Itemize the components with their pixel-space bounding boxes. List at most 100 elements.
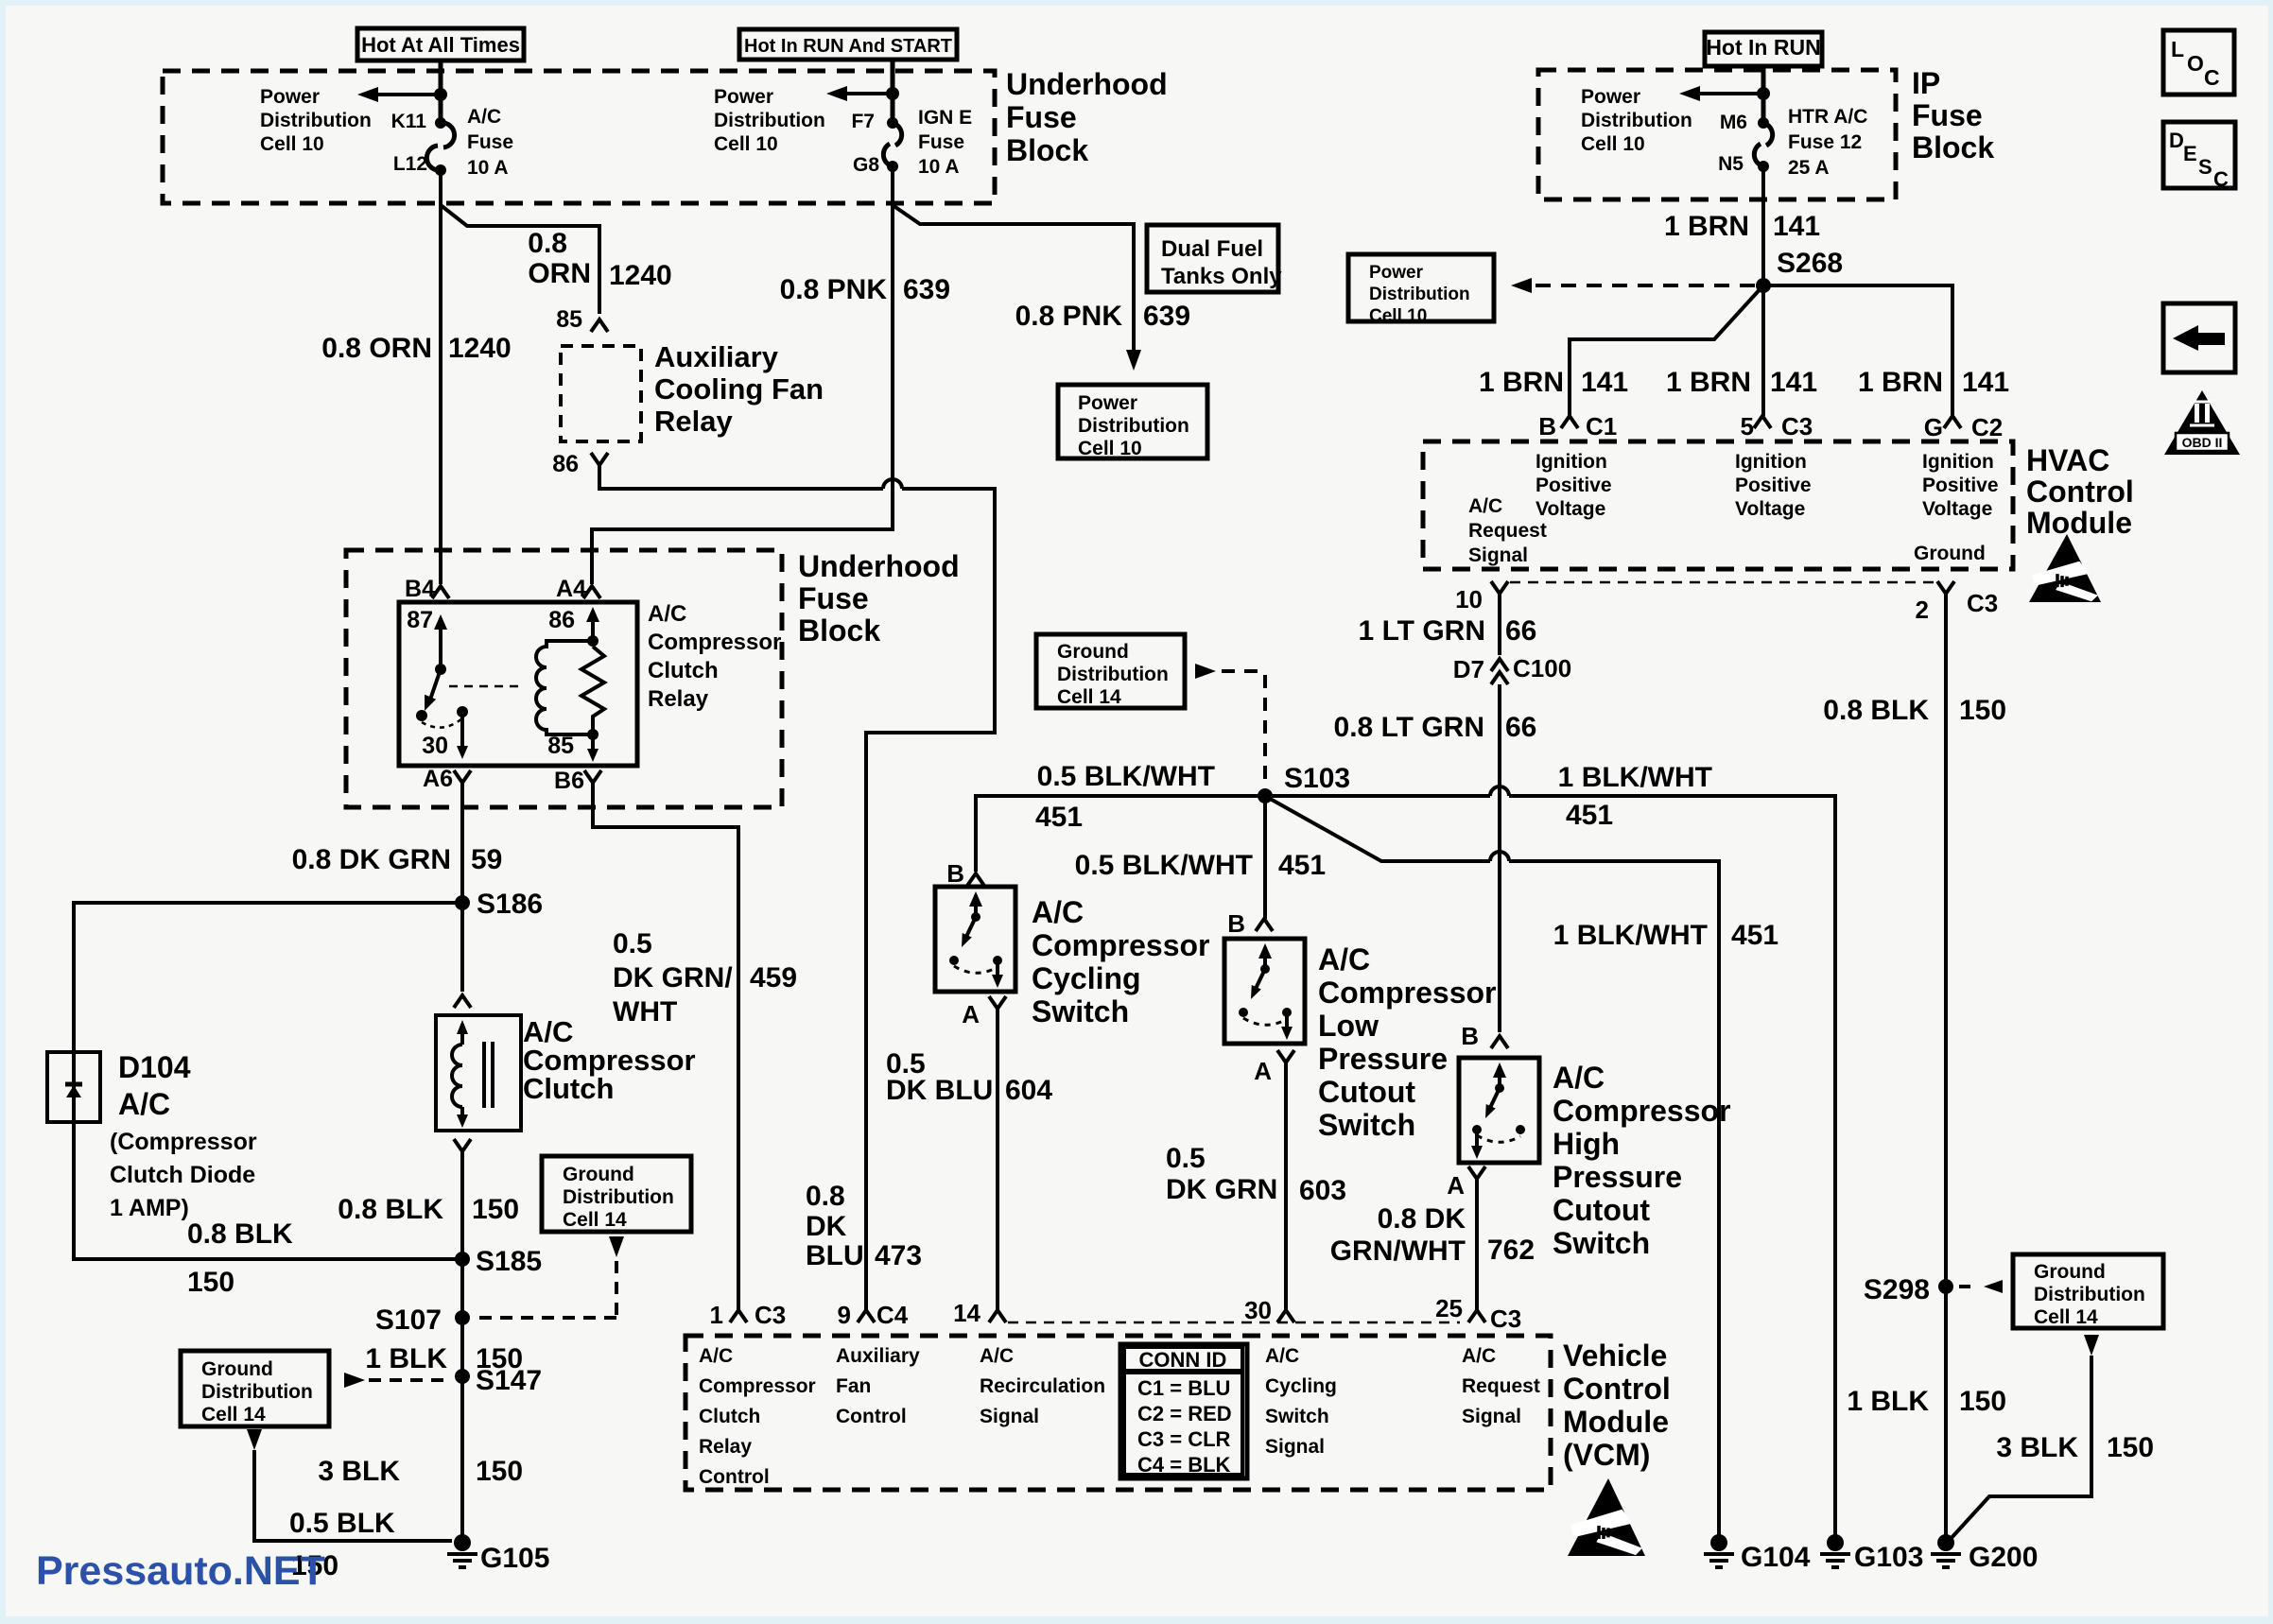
svg-text:DK GRN: DK GRN — [1166, 1174, 1277, 1205]
svg-text:High: High — [1553, 1127, 1620, 1161]
svg-text:3 BLK: 3 BLK — [318, 1456, 400, 1487]
svg-text:Compressor: Compressor — [1318, 976, 1497, 1010]
svg-text:Positive: Positive — [1735, 475, 1812, 496]
svg-text:451: 451 — [1035, 802, 1083, 833]
svg-text:639: 639 — [903, 274, 950, 305]
svg-text:C1 = BLU: C1 = BLU — [1137, 1376, 1230, 1400]
svg-text:3 BLK: 3 BLK — [1996, 1432, 2078, 1463]
svg-text:A: A — [1447, 1171, 1465, 1200]
svg-text:Vehicle: Vehicle — [1563, 1339, 1667, 1373]
svg-text:87: 87 — [407, 607, 433, 633]
svg-text:A/C: A/C — [699, 1345, 733, 1367]
svg-text:Relay: Relay — [648, 686, 709, 712]
svg-text:Fuse: Fuse — [918, 131, 964, 153]
svg-text:0.5: 0.5 — [886, 1048, 926, 1080]
svg-text:Control: Control — [699, 1466, 770, 1488]
svg-text:Cutout: Cutout — [1318, 1075, 1415, 1109]
svg-text:G: G — [1924, 413, 1943, 441]
svg-text:1240: 1240 — [448, 333, 512, 364]
svg-text:0.8 BLK: 0.8 BLK — [338, 1194, 443, 1225]
svg-text:A/C: A/C — [1553, 1061, 1605, 1095]
svg-text:Signal: Signal — [980, 1406, 1039, 1427]
svg-text:Distribution: Distribution — [1581, 110, 1692, 131]
svg-text:A/C: A/C — [1468, 495, 1502, 517]
svg-text:C3: C3 — [1490, 1304, 1521, 1333]
svg-text:Request: Request — [1462, 1375, 1540, 1397]
svg-text:762: 762 — [1487, 1235, 1535, 1266]
svg-text:Auxiliary: Auxiliary — [654, 340, 779, 373]
svg-text:B: B — [1538, 412, 1556, 441]
svg-text:Hot In RUN: Hot In RUN — [1706, 35, 1820, 60]
svg-text:DK GRN/: DK GRN/ — [613, 962, 733, 993]
svg-text:141: 141 — [1962, 367, 2009, 398]
svg-text:A/C: A/C — [1032, 895, 1084, 929]
svg-text:0.8 ORN: 0.8 ORN — [321, 333, 432, 364]
svg-text:A: A — [1254, 1057, 1272, 1085]
svg-text:Clutch: Clutch — [523, 1072, 614, 1105]
svg-text:0.8 BLK: 0.8 BLK — [187, 1218, 293, 1250]
svg-text:14: 14 — [953, 1299, 980, 1327]
svg-text:C3: C3 — [1781, 412, 1813, 441]
svg-text:S: S — [2198, 155, 2212, 179]
svg-text:Cell 10: Cell 10 — [260, 133, 324, 155]
svg-text:(Compressor: (Compressor — [110, 1129, 257, 1155]
svg-text:5: 5 — [1741, 412, 1754, 441]
svg-text:150: 150 — [187, 1267, 234, 1298]
svg-text:Control: Control — [836, 1406, 907, 1427]
svg-text:C4: C4 — [876, 1301, 909, 1329]
svg-text:A/C: A/C — [648, 601, 686, 627]
svg-text:A4: A4 — [556, 576, 586, 602]
svg-text:Cooling Fan: Cooling Fan — [654, 372, 824, 406]
svg-text:OBD II: OBD II — [2182, 435, 2223, 450]
svg-text:150: 150 — [472, 1194, 519, 1225]
svg-text:C100: C100 — [1513, 654, 1571, 682]
svg-text:K11: K11 — [391, 111, 427, 132]
svg-text:1 BLK/WHT: 1 BLK/WHT — [1558, 762, 1712, 793]
svg-text:Voltage: Voltage — [1922, 498, 1992, 520]
svg-text:141: 141 — [1770, 367, 1817, 398]
svg-text:150: 150 — [476, 1456, 523, 1487]
svg-text:Fuse 12: Fuse 12 — [1788, 131, 1862, 153]
svg-text:Relay: Relay — [654, 405, 733, 438]
svg-text:Cycling: Cycling — [1032, 961, 1141, 995]
svg-text:Clutch: Clutch — [648, 658, 719, 683]
svg-text:150: 150 — [291, 1550, 338, 1581]
svg-text:D104: D104 — [118, 1050, 191, 1084]
svg-text:C2 = RED: C2 = RED — [1137, 1402, 1232, 1425]
svg-text:603: 603 — [1299, 1175, 1346, 1206]
svg-text:E: E — [2183, 142, 2197, 165]
svg-text:Dual Fuel: Dual Fuel — [1161, 236, 1263, 262]
svg-text:Cell 14: Cell 14 — [201, 1404, 266, 1425]
svg-text:Switch: Switch — [1265, 1406, 1329, 1427]
svg-text:B: B — [1461, 1022, 1479, 1050]
svg-text:0.8 LT GRN: 0.8 LT GRN — [1334, 712, 1484, 743]
svg-text:25 A: 25 A — [1788, 157, 1830, 179]
svg-text:IP: IP — [1912, 66, 1940, 100]
svg-text:C: C — [2204, 65, 2220, 90]
svg-text:Request: Request — [1468, 520, 1547, 542]
svg-text:Block: Block — [798, 613, 880, 648]
svg-text:1 LT GRN: 1 LT GRN — [1359, 615, 1485, 647]
svg-text:0.5 BLK: 0.5 BLK — [289, 1508, 395, 1539]
svg-text:DK BLU: DK BLU — [886, 1075, 993, 1106]
svg-text:Ignition: Ignition — [1735, 451, 1807, 473]
svg-text:Cell 10: Cell 10 — [714, 133, 778, 155]
svg-text:Low: Low — [1318, 1009, 1379, 1043]
svg-text:604: 604 — [1005, 1075, 1052, 1106]
svg-text:C3: C3 — [755, 1301, 786, 1329]
svg-text:Ground: Ground — [201, 1358, 273, 1380]
svg-text:Relay: Relay — [699, 1436, 752, 1458]
svg-text:Hot In RUN And START: Hot In RUN And START — [744, 36, 952, 57]
svg-text:Voltage: Voltage — [1735, 498, 1805, 520]
svg-text:S298: S298 — [1864, 1274, 1930, 1305]
svg-text:Power: Power — [714, 86, 773, 108]
svg-text:S103: S103 — [1284, 763, 1350, 794]
svg-text:Fuse: Fuse — [1006, 100, 1077, 134]
svg-text:Recirculation: Recirculation — [980, 1375, 1105, 1397]
svg-text:G103: G103 — [1854, 1542, 1923, 1573]
svg-text:(VCM): (VCM) — [1563, 1438, 1650, 1472]
svg-text:10 A: 10 A — [467, 157, 509, 179]
svg-text:59: 59 — [471, 844, 502, 875]
svg-text:1 BRN: 1 BRN — [1858, 367, 1943, 398]
svg-text:Distribution: Distribution — [714, 110, 825, 131]
